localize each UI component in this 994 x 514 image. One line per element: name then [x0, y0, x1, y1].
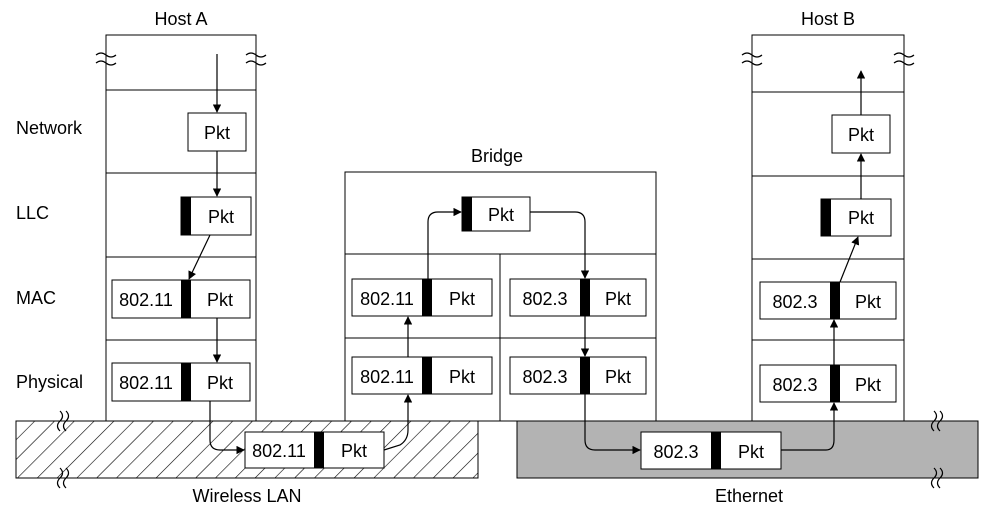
bridge-eth-physical-packet: 802.3 Pkt	[509, 356, 647, 395]
svg-text:Pkt: Pkt	[341, 441, 367, 461]
svg-text:802.3: 802.3	[522, 289, 567, 309]
arrow-ethernet-to-host-b	[781, 402, 839, 451]
arrow-bridge-to-ethernet	[584, 394, 641, 455]
host-b-title: Host B	[801, 9, 855, 29]
svg-text:Pkt: Pkt	[605, 289, 631, 309]
svg-text:802.3: 802.3	[772, 292, 817, 312]
svg-text:Pkt: Pkt	[605, 367, 631, 387]
arrow-bridge-mac-to-llc	[427, 207, 462, 279]
svg-text:Pkt: Pkt	[855, 375, 881, 395]
host-a-title: Host A	[154, 9, 207, 29]
svg-text:Pkt: Pkt	[204, 123, 230, 143]
ethernet-break-marks	[930, 410, 944, 489]
host-a-physical-packet: 802.11 Pkt	[111, 362, 251, 402]
svg-text:802.11: 802.11	[119, 290, 173, 310]
arrow-a-llc-to-mac	[188, 234, 211, 280]
ethernet-label: Ethernet	[715, 486, 783, 506]
svg-text:802.3: 802.3	[522, 367, 567, 387]
layer-label-llc: LLC	[16, 203, 49, 223]
bridge-title: Bridge	[471, 146, 523, 166]
svg-text:802.3: 802.3	[653, 442, 698, 462]
host-a-break-marks	[95, 52, 267, 66]
svg-text:802.3: 802.3	[772, 375, 817, 395]
layer-label-mac: MAC	[16, 288, 56, 308]
wireless-medium-packet: 802.11 Pkt	[244, 431, 385, 469]
bridge-wifi-physical-packet: 802.11 Pkt	[351, 356, 493, 395]
svg-text:802.11: 802.11	[252, 441, 306, 461]
wireless-lan-label: Wireless LAN	[192, 486, 301, 506]
svg-text:Pkt: Pkt	[207, 373, 233, 393]
bridge-wifi-mac-packet: 802.11 Pkt	[351, 278, 493, 317]
wireless-break-marks	[56, 410, 70, 489]
packet-flow-arrows	[188, 54, 866, 455]
svg-text:Pkt: Pkt	[488, 205, 514, 225]
host-b-break-marks	[741, 52, 915, 66]
svg-text:Pkt: Pkt	[208, 207, 234, 227]
host-b-physical-packet: 802.3 Pkt	[759, 364, 897, 403]
svg-text:Pkt: Pkt	[449, 289, 475, 309]
svg-text:Pkt: Pkt	[855, 292, 881, 312]
svg-text:Pkt: Pkt	[848, 125, 874, 145]
bridge-eth-mac-packet: 802.3 Pkt	[509, 278, 647, 317]
host-b-network-packet: Pkt	[831, 114, 891, 154]
arrow-b-mac-to-llc	[839, 236, 860, 283]
host-a-mac-packet: 802.11 Pkt	[111, 279, 251, 319]
host-b-mac-packet: 802.3 Pkt	[759, 281, 897, 320]
ethernet-medium-packet: 802.3 Pkt	[640, 431, 782, 470]
svg-text:802.11: 802.11	[360, 289, 414, 309]
layer-label-physical: Physical	[16, 372, 83, 392]
svg-text:Pkt: Pkt	[738, 442, 764, 462]
bridge-llc-packet: Pkt	[461, 196, 531, 232]
svg-text:Pkt: Pkt	[848, 208, 874, 228]
arrow-bridge-llc-to-eth-mac	[530, 211, 590, 279]
host-a-llc-packet: Pkt	[180, 196, 252, 236]
svg-text:802.11: 802.11	[360, 367, 414, 387]
svg-text:802.11: 802.11	[119, 373, 173, 393]
arrow-wireless-to-bridge	[383, 394, 413, 451]
arrow-a-physical-to-wireless	[209, 401, 245, 455]
host-b-llc-packet: Pkt	[820, 198, 892, 237]
svg-text:Pkt: Pkt	[449, 367, 475, 387]
layer-label-network: Network	[16, 118, 83, 138]
host-a-network-packet: Pkt	[187, 112, 247, 152]
svg-text:Pkt: Pkt	[207, 290, 233, 310]
